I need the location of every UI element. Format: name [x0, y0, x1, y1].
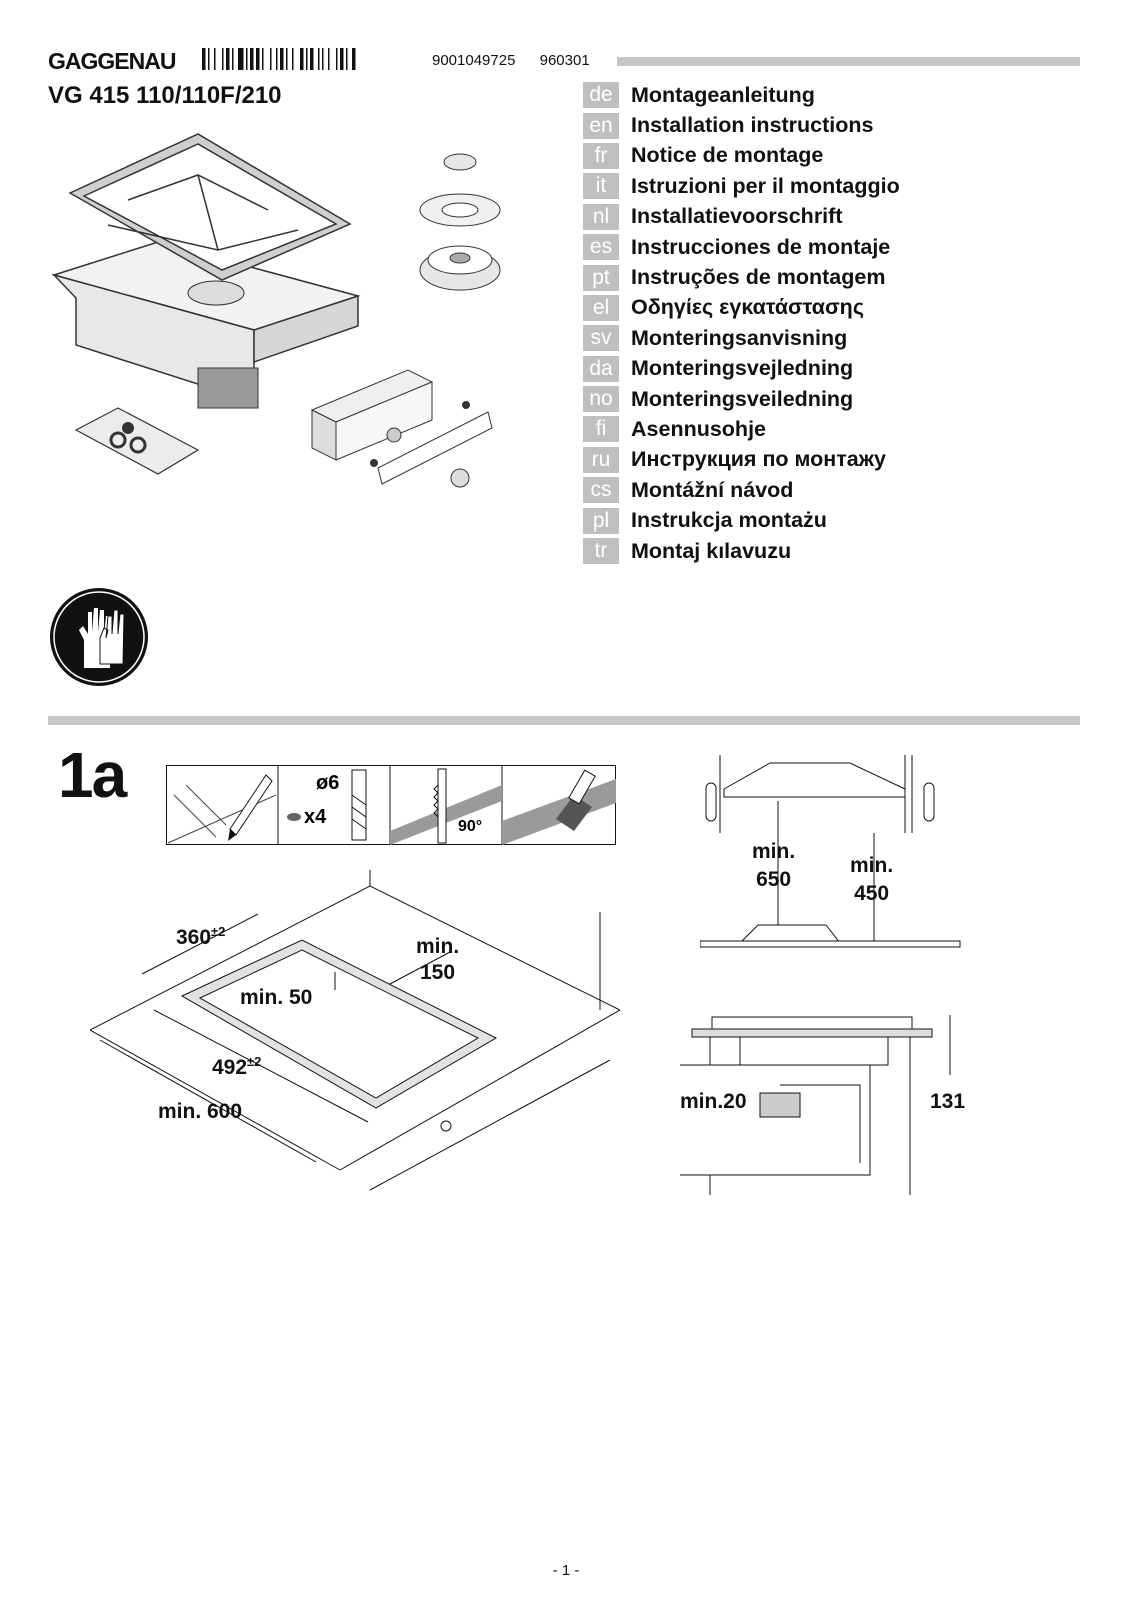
language-code: nl	[583, 203, 619, 230]
clearance-diagram	[700, 755, 961, 948]
language-item-pl: pl Instrukcja montażu	[583, 505, 900, 535]
language-code: pl	[583, 507, 619, 534]
drill-diameter: ø6	[316, 772, 339, 794]
clearance-under: min.20	[680, 1090, 747, 1113]
brush-icon	[502, 769, 616, 845]
clearance-above: min.650	[752, 840, 796, 891]
language-code: cs	[583, 477, 619, 504]
model-title: VG 415 110/110F/210	[48, 82, 282, 109]
clearance-side: min.450	[850, 854, 894, 905]
drill-bit-icon	[287, 769, 367, 841]
language-item-el: el Οδηγίες εγκατάστασης	[583, 293, 900, 323]
language-title: Monteringsvejledning	[631, 356, 854, 381]
language-item-en: en Installation instructions	[583, 110, 900, 140]
language-item-da: da Monteringsvejledning	[583, 354, 900, 384]
step-number: 1a	[58, 739, 127, 811]
header-rule	[617, 57, 1080, 66]
rear-clearance: min.150	[416, 935, 460, 984]
language-code: el	[583, 294, 619, 321]
language-code: tr	[583, 538, 619, 565]
language-code: es	[583, 234, 619, 261]
section-diagram	[680, 1015, 951, 1195]
language-title: Asennusohje	[631, 416, 766, 441]
language-item-pt: pt Instruções de montagem	[583, 262, 900, 292]
date-code: 960301	[539, 52, 590, 69]
language-item-nl: nl Installatievoorschrift	[583, 202, 900, 232]
article-codes: 9001049725 960301	[432, 52, 610, 69]
section-rule	[48, 716, 1080, 725]
cutout-depth: 492±2	[212, 1054, 262, 1079]
language-code: da	[583, 355, 619, 382]
language-title: Instrucciones de montaje	[631, 234, 891, 259]
hob-illustration	[51, 133, 501, 488]
cutout-diagram	[90, 870, 620, 1191]
article-number: 9001049725	[432, 52, 516, 69]
front-clearance: min. 50	[240, 986, 313, 1009]
language-code: de	[583, 82, 619, 109]
language-item-ru: ru Инструкция по монтажу	[583, 445, 900, 475]
language-item-fi: fi Asennusohje	[583, 414, 900, 444]
language-title: Instruções de montagem	[631, 265, 886, 290]
brand-logo: GAGGENAU	[48, 48, 176, 74]
language-title: Istruzioni per il montaggio	[631, 173, 900, 198]
worktop-depth: min. 600	[158, 1100, 243, 1123]
language-title: Installatievoorschrift	[631, 204, 843, 229]
language-item-fr: fr Notice de montage	[583, 141, 900, 171]
saw-angle: 90°	[458, 818, 482, 835]
language-code: fr	[583, 142, 619, 169]
hob-height: 131	[930, 1090, 966, 1113]
language-title: Οδηγίες εγκατάστασης	[631, 295, 864, 320]
language-code: fi	[583, 416, 619, 443]
jigsaw-blade-icon	[390, 768, 502, 845]
drill-count: x4	[304, 806, 327, 828]
language-code: ru	[583, 446, 619, 473]
pencil-icon	[167, 774, 277, 844]
language-title: Montageanleitung	[631, 82, 815, 107]
tool-strip: ø6 x4 90°	[166, 765, 616, 845]
cutout-width: 360±2	[176, 924, 226, 949]
page-number: - 1 -	[552, 1562, 580, 1579]
language-code: pt	[583, 264, 619, 291]
language-title: Montaj kılavuzu	[631, 538, 792, 563]
language-title: Installation instructions	[631, 113, 874, 138]
language-title: Monteringsveiledning	[631, 386, 854, 411]
language-title: Instrukcja montażu	[631, 508, 827, 533]
language-title: Montážní návod	[631, 477, 794, 502]
language-code: it	[583, 173, 619, 200]
language-list: de Montageanleitung en Installation instruc…	[583, 80, 900, 566]
language-item-es: es Instrucciones de montaje	[583, 232, 900, 262]
barcode-icon	[202, 48, 356, 70]
language-title: Notice de montage	[631, 143, 824, 168]
language-title: Инструкция по монтажу	[631, 447, 886, 472]
language-item-tr: tr Montaj kılavuzu	[583, 536, 900, 566]
language-title: Monteringsanvisning	[631, 325, 848, 350]
language-code: sv	[583, 325, 619, 352]
protective-gloves-icon	[50, 588, 148, 686]
language-item-no: no Monteringsveiledning	[583, 384, 900, 414]
language-code: en	[583, 112, 619, 139]
language-item-sv: sv Monteringsanvisning	[583, 323, 900, 353]
language-item-de: de Montageanleitung	[583, 80, 900, 110]
language-item-it: it Istruzioni per il montaggio	[583, 171, 900, 201]
language-code: no	[583, 386, 619, 413]
language-item-cs: cs Montážní návod	[583, 475, 900, 505]
